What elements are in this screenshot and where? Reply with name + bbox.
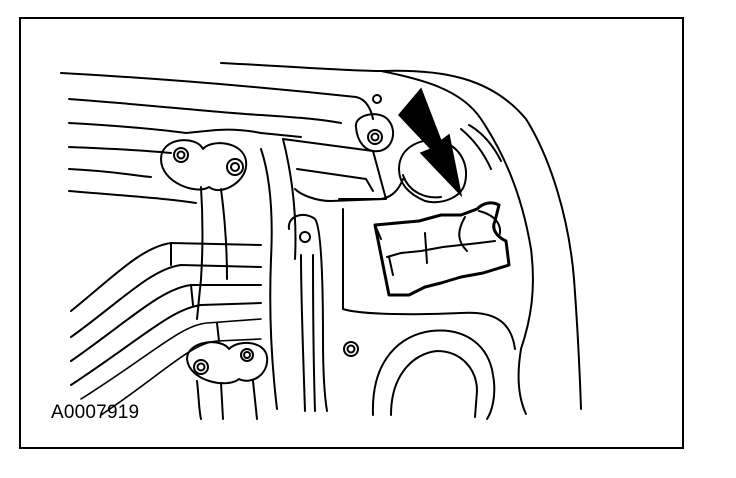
bolt-hole xyxy=(196,362,206,372)
large-bore-inner xyxy=(390,350,478,418)
filter-clip-edge xyxy=(374,224,428,276)
vertical-slot-inner xyxy=(300,254,306,412)
bolt-hole xyxy=(173,147,189,163)
passage-left-wall xyxy=(196,186,204,320)
angled-channel xyxy=(70,264,262,338)
lower-boss-stem xyxy=(196,380,258,420)
angled-channel xyxy=(70,242,262,312)
bolt-hole xyxy=(346,344,356,354)
channel-step xyxy=(170,242,220,342)
figure-frame: A0007919 xyxy=(19,17,684,449)
upper-channel-1 xyxy=(68,98,342,124)
upper-channel-outer xyxy=(60,72,374,120)
bolt-hole xyxy=(240,348,254,362)
bolt-hole xyxy=(299,231,311,243)
upper-channel-2 xyxy=(68,122,302,138)
casting-outline xyxy=(220,62,582,410)
arrow-icon xyxy=(397,87,463,198)
large-bore xyxy=(371,329,496,420)
bolt-hole xyxy=(370,132,380,142)
upper-channel-3 xyxy=(68,146,172,154)
lower-boss xyxy=(186,341,269,385)
filter-clip-fold xyxy=(386,240,496,258)
casting-inner-edge xyxy=(380,70,534,415)
passage-mid-wall xyxy=(260,148,278,410)
figure-id-label: A0007919 xyxy=(51,402,140,423)
valve-body-drawing xyxy=(60,62,582,420)
bolt-hole xyxy=(343,341,359,357)
round-boss xyxy=(398,139,467,204)
bolt-boss-left xyxy=(160,139,248,192)
upper-channel-5 xyxy=(68,190,197,204)
bolt-boss-right xyxy=(355,113,395,153)
passage-left-wall-2 xyxy=(220,188,228,280)
pocket-outline xyxy=(342,208,516,350)
bolt-hole xyxy=(372,94,382,104)
vertical-slot-inner-2 xyxy=(312,254,316,412)
passage-mid-wall-2 xyxy=(282,138,297,260)
boss-wall xyxy=(460,124,502,170)
vertical-slot xyxy=(287,213,328,412)
bolt-hole xyxy=(230,162,240,172)
bolt-hole xyxy=(176,150,186,160)
upper-channel-4 xyxy=(68,168,152,178)
bolt-hole xyxy=(193,359,209,375)
angled-channel xyxy=(70,302,262,386)
round-boss-shadow xyxy=(402,174,442,199)
bolt-hole xyxy=(243,351,251,359)
bolt-hole xyxy=(226,158,244,176)
filter-clip xyxy=(373,201,511,297)
angled-channel xyxy=(80,318,262,400)
angled-channel xyxy=(70,284,262,362)
bolt-hole xyxy=(367,129,383,145)
passage-cross-lower xyxy=(296,168,374,192)
filter-clip-curl xyxy=(458,210,501,252)
